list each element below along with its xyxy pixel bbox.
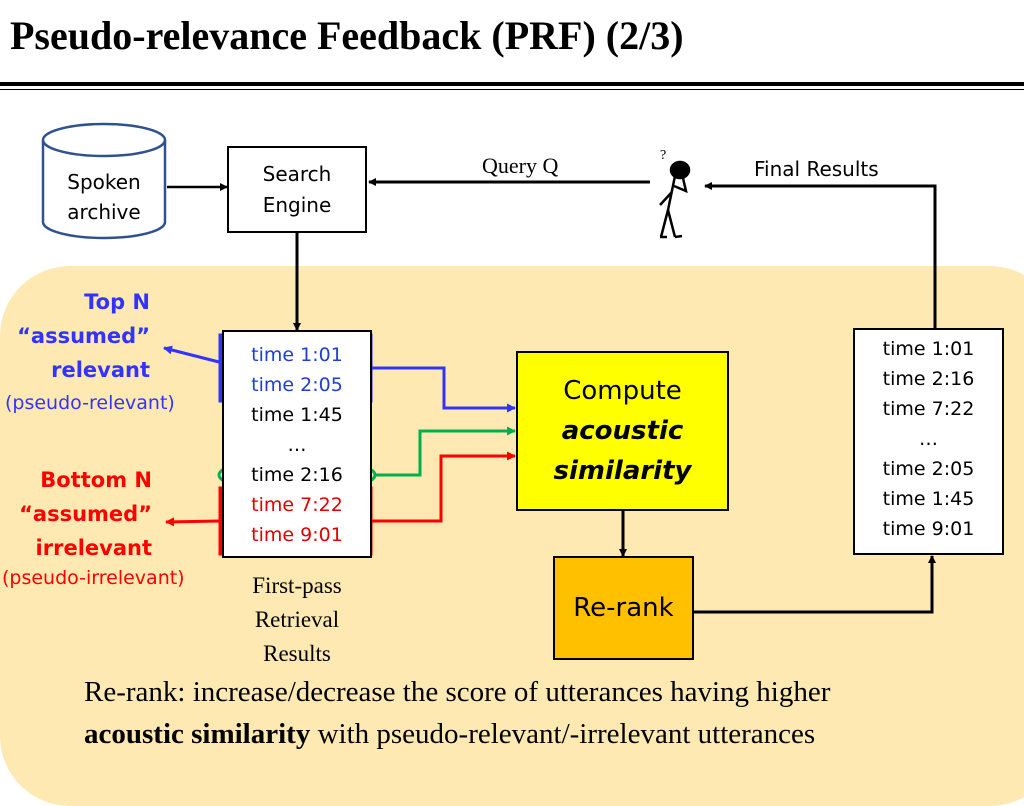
- bottom-n-title: Bottom N: [40, 468, 152, 492]
- first-pass-caption: First-pass Retrieval Results: [222, 570, 372, 670]
- first-pass-item: time 1:45: [251, 404, 343, 426]
- query-q-label: Query Q: [482, 153, 559, 178]
- final-result-item: time 2:16: [882, 368, 975, 390]
- top-n-title: Top N: [84, 290, 150, 314]
- footer-line1: Re-rank: increase/decrease the score of …: [84, 676, 831, 708]
- title-rule-thick: [0, 82, 1024, 86]
- spoken-archive-cylinder: [41, 122, 167, 240]
- first-pass-caption-line3: Results: [263, 641, 331, 666]
- search-engine-line2: Engine: [262, 192, 332, 217]
- compute-line3: similarity: [553, 456, 692, 486]
- question-mark-icon: ?: [660, 148, 667, 163]
- footer-line2: acoustic similarity with pseudo-relevant…: [84, 718, 815, 751]
- final-result-item: time 1:01: [882, 338, 975, 360]
- final-result-item: time 9:01: [882, 518, 975, 540]
- final-result-item: time 7:22: [882, 398, 975, 420]
- top-n-relevant: relevant: [51, 358, 150, 382]
- footer-bold-term: acoustic similarity: [84, 718, 311, 750]
- spoken-archive: Spoken archive: [43, 165, 165, 229]
- rerank-box: Re-rank: [553, 556, 694, 660]
- bottom-n-pseudo-irrelevant: (pseudo-irrelevant): [2, 567, 185, 589]
- first-pass-item: time 9:01: [251, 524, 343, 546]
- final-results-label: Final Results: [754, 157, 879, 181]
- first-pass-caption-line2: Retrieval: [254, 607, 340, 632]
- top-n-pseudo-relevant: (pseudo-relevant): [5, 392, 175, 414]
- first-pass-item: time 1:01: [251, 344, 343, 366]
- final-result-item: time 1:45: [882, 488, 975, 510]
- final-results-list: time 1:01 time 2:16 time 7:22 … time 2:0…: [853, 328, 1004, 555]
- bottom-n-irrelevant: irrelevant: [35, 536, 152, 560]
- first-pass-list: time 1:01 time 2:05 time 1:45 … time 2:1…: [222, 330, 372, 558]
- title-rule-thin: [0, 89, 1024, 90]
- spoken-archive-line1: Spoken: [67, 170, 141, 194]
- first-pass-item: time 7:22: [251, 494, 343, 516]
- top-n-assumed: “assumed”: [17, 324, 150, 348]
- final-result-item: time 2:05: [882, 458, 975, 480]
- spoken-archive-line2: archive: [67, 200, 141, 224]
- compute-line2: acoustic: [561, 416, 684, 446]
- compute-acoustic-similarity-box: Compute acoustic similarity: [516, 351, 729, 511]
- search-engine-line1: Search: [262, 161, 332, 186]
- first-pass-caption-line1: First-pass: [252, 573, 342, 598]
- rerank-label: Re-rank: [573, 593, 674, 623]
- first-pass-item: time 2:05: [251, 374, 343, 396]
- footer-line2-rest: with pseudo-relevant/-irrelevant utteran…: [310, 718, 816, 750]
- user-figure-icon: [659, 160, 691, 239]
- search-engine-box: Search Engine: [227, 146, 367, 233]
- slide-title: Pseudo-relevance Feedback (PRF) (2/3): [10, 13, 684, 58]
- bottom-n-assumed: “assumed”: [19, 502, 152, 526]
- compute-line1: Compute: [563, 376, 682, 406]
- final-result-item: …: [919, 428, 938, 450]
- first-pass-item: time 2:16: [251, 464, 343, 486]
- first-pass-item: …: [287, 434, 307, 456]
